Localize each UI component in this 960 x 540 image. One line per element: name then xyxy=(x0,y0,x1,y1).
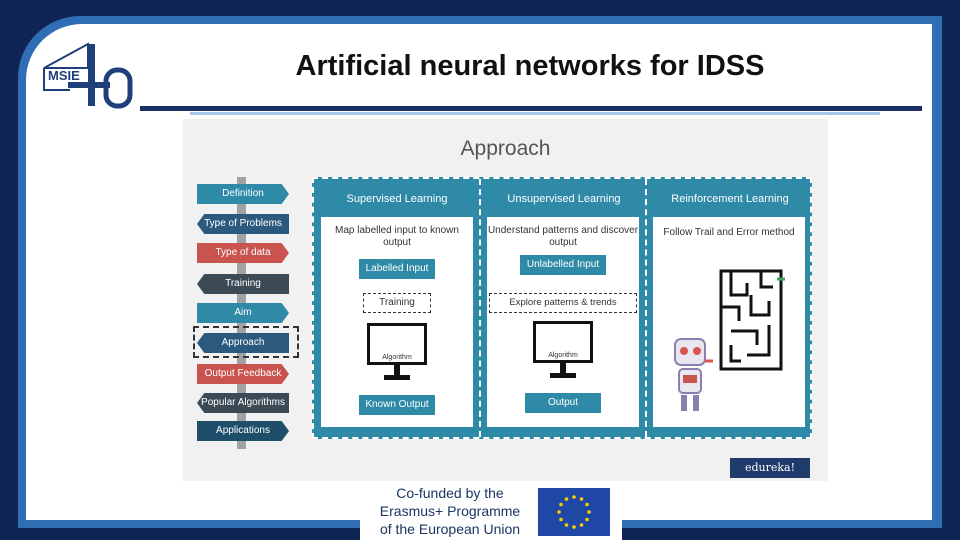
eu-star-icon xyxy=(564,523,569,527)
eu-star-icon xyxy=(559,502,563,507)
column-divider xyxy=(479,179,481,437)
selected-sign-highlight xyxy=(193,326,299,358)
slide-title: Artificial neural networks for IDSS xyxy=(295,50,765,82)
eu-star-icon xyxy=(572,495,576,499)
footer-line-1: Co-funded by the xyxy=(396,485,504,501)
edureka-brand: edureka! xyxy=(730,458,810,478)
unlabelled-input-box: Unlabelled Input xyxy=(520,255,606,275)
eu-star-icon xyxy=(587,510,591,514)
eu-star-icon xyxy=(572,525,576,529)
output-box: Output xyxy=(525,393,601,413)
eu-star-icon xyxy=(579,497,584,501)
sign-popular-algorithms: Popular Algorithms xyxy=(197,393,289,413)
logo-text: MSIE xyxy=(48,68,80,83)
unsupervised-header: Unsupervised Learning xyxy=(507,193,621,205)
unsupervised-description: Understand patterns and discover output xyxy=(487,225,639,248)
reinforcement-description: Follow Trail and Error method xyxy=(663,227,795,238)
algorithm-label: Algorithm xyxy=(548,352,578,359)
diagram-heading: Approach xyxy=(460,137,551,160)
msie-logo-icon: MSIE xyxy=(43,42,133,109)
supervised-header: Supervised Learning xyxy=(346,193,448,205)
column-divider xyxy=(645,179,647,437)
algorithm-monitor-icon: Algorithm xyxy=(367,323,427,365)
erasmus-footer: Co-funded by the Erasmus+ Programme of t… xyxy=(360,484,622,540)
known-output-box: Known Output xyxy=(359,395,435,415)
erasmus-text: Co-funded by the Erasmus+ Programme of t… xyxy=(364,484,536,538)
algorithm-label: Algorithm xyxy=(382,354,412,361)
monitor-base xyxy=(384,375,410,380)
maze-icon xyxy=(719,269,785,371)
unsupervised-card: Understand patterns and discover output … xyxy=(487,217,639,427)
reinforcement-header: Reinforcement Learning xyxy=(671,193,789,205)
sign-definition: Definition xyxy=(197,184,289,204)
supervised-card: Map labelled input to known output Label… xyxy=(321,217,473,427)
monitor-base xyxy=(550,373,576,378)
algorithm-monitor-icon: Algorithm xyxy=(533,321,593,363)
sign-output-feedback: Output Feedback xyxy=(197,364,289,384)
eu-star-icon xyxy=(559,517,563,522)
labelled-input-box: Labelled Input xyxy=(359,259,435,279)
sign-type-of-data: Type of data xyxy=(197,243,289,263)
title-underline-light xyxy=(190,112,880,115)
monitor-stand xyxy=(394,365,400,375)
eu-star-icon xyxy=(585,517,589,522)
robot-icon xyxy=(674,338,713,411)
supervised-description: Map labelled input to known output xyxy=(335,225,459,248)
sign-applications: Applications xyxy=(197,421,289,441)
eu-flag-icon xyxy=(538,488,610,536)
eu-star-icon xyxy=(585,502,589,507)
monitor-stand xyxy=(560,363,566,373)
sign-approach: Approach xyxy=(197,333,289,353)
sign-training: Training xyxy=(197,274,289,294)
sign-type-of-problems: Type of Problems xyxy=(197,214,289,234)
reinforcement-card: Follow Trail and Error method xyxy=(653,217,805,427)
footer-line-2: Erasmus+ Programme xyxy=(379,503,521,519)
eu-star-icon xyxy=(564,497,569,501)
learning-types-area: Supervised Learning Map labelled input t… xyxy=(312,177,812,439)
explore-patterns-box: Explore patterns & trends xyxy=(489,293,637,313)
footer-line-3: of the European Union xyxy=(379,521,521,537)
training-box: Training xyxy=(363,293,431,313)
sign-aim: Aim xyxy=(197,303,289,323)
eu-star-icon xyxy=(557,510,561,514)
eu-star-icon xyxy=(579,523,584,527)
title-underline xyxy=(140,106,922,111)
